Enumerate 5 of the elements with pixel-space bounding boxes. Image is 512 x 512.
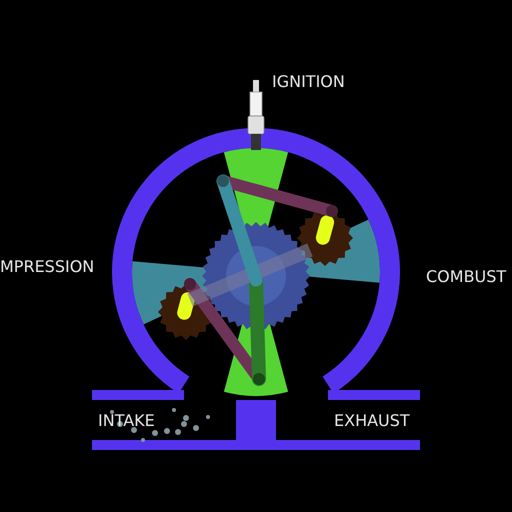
- stage-label: INTAKE: [98, 413, 155, 429]
- stage-label: EXHAUST: [334, 413, 410, 429]
- stage-label: IGNITION: [272, 74, 345, 90]
- stage-label: COMBUST: [426, 269, 506, 285]
- stage-label: MPRESSION: [0, 259, 94, 275]
